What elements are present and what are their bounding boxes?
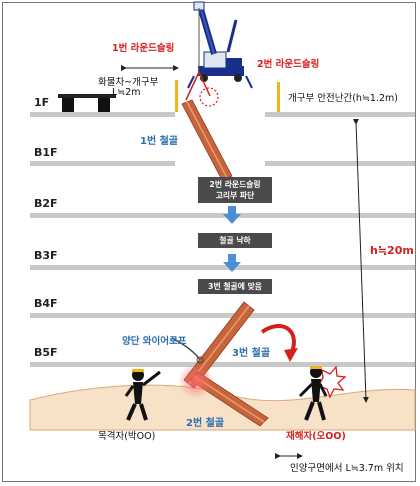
floor-label-b3f: B3F (34, 249, 58, 262)
height-label: h≒20m (370, 244, 414, 257)
floor-label-b2f: B2F (34, 197, 58, 210)
sequence-step-1: 2번 라운드슬링 고리부 파단 (198, 177, 272, 203)
sequence-step-1-line1: 2번 라운드슬링 (209, 180, 261, 189)
seq-arrow-2 (223, 254, 241, 272)
guardrail-left (175, 80, 178, 112)
frame-border (2, 2, 416, 482)
floor-lines (30, 112, 415, 367)
guardrail-right (277, 82, 280, 112)
victim-figure (298, 366, 328, 421)
floor-slab-b5f (30, 362, 415, 367)
height-arrow (352, 118, 369, 403)
floor-slab-1f-left (30, 112, 175, 117)
beam-2-label: 2번 철골 (186, 418, 225, 429)
sling-1-label: 1번 라운드슬링 (112, 43, 175, 54)
wire-rope (171, 337, 201, 361)
floor-slab-b1f-left (30, 161, 175, 166)
impact-star-icon (317, 365, 347, 399)
witness-figure (124, 369, 161, 421)
floor-slab-b3f (30, 265, 415, 270)
sequence-step-3-line1: 3번 철골에 맞음 (208, 282, 262, 291)
beam-1-label: 1번 철골 (140, 136, 179, 147)
truck-distance-value: L≒2m (112, 87, 141, 98)
witness-label: 목격자(박OO) (98, 431, 156, 442)
floor-label-b4f: B4F (34, 297, 58, 310)
sequence-step-2-line1: 철골 낙하 (219, 236, 251, 245)
guardrail-label: 개구부 안전난간(h≒1.2m) (288, 93, 398, 104)
broken-hook-circle (199, 87, 219, 107)
beam3-swing-arrow (260, 324, 296, 353)
truck-distance-label: 화물차~개구부 (98, 77, 159, 88)
wire-rope-label: 양단 와이어로프 (122, 336, 187, 347)
position-label: 인양구면에서 L≒3.7m 위치 (290, 463, 404, 474)
floor-slab-1f-right (265, 112, 415, 117)
truck (58, 94, 116, 112)
wire-rope-loop (196, 356, 204, 364)
floor-label-b1f: B1F (34, 146, 58, 159)
floor-slab-b1f-right (265, 161, 415, 166)
floor-label-b5f: B5F (34, 346, 58, 359)
floor-label-1f: 1F (34, 96, 50, 109)
floor-slab-b2f (30, 213, 415, 218)
floor-slab-b4f (30, 313, 415, 318)
sequence-step-3: 3번 철골에 맞음 (198, 279, 272, 294)
beam-3-label: 3번 철골 (232, 348, 271, 359)
sling-2-line (198, 71, 211, 97)
seq-arrow-1 (223, 206, 241, 224)
impact-glow (178, 363, 214, 399)
sequence-step-2: 철골 낙하 (198, 233, 272, 248)
sling-1-line (185, 71, 200, 101)
sling-2-label: 2번 라운드슬링 (257, 59, 320, 70)
crane (187, 1, 253, 89)
victim-label: 재해자(오OO) (286, 431, 346, 442)
sequence-step-1-line2: 고리부 파단 (215, 191, 255, 200)
